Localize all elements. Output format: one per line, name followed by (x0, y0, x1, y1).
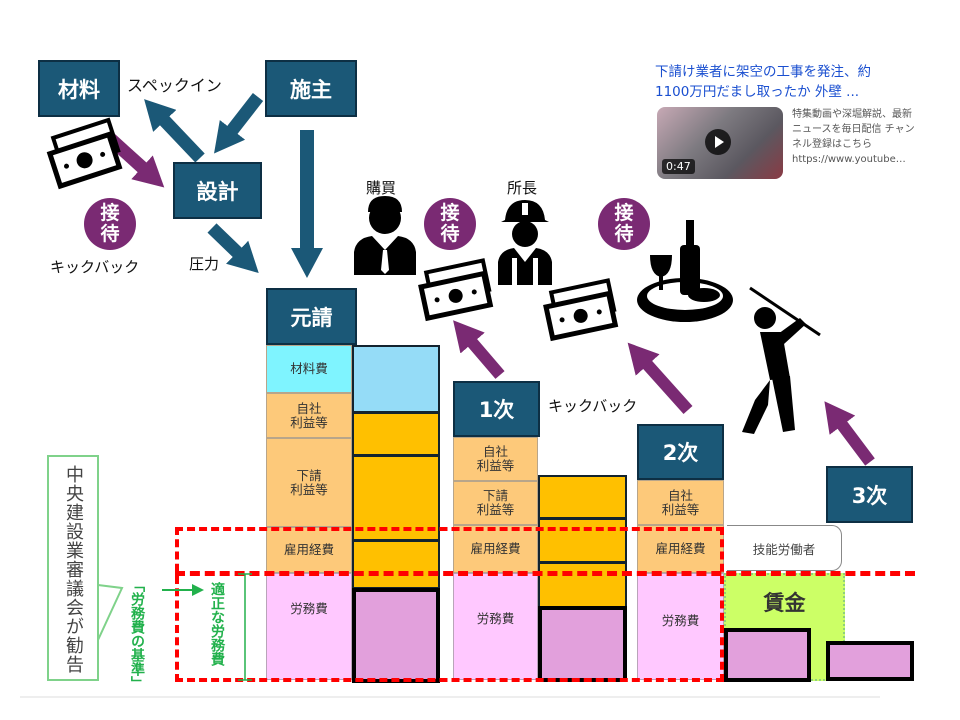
wage-label: 賃金 (763, 591, 806, 615)
label-kickback-mid: キックバック (548, 397, 638, 415)
label-spec-in: スペックイン (127, 76, 222, 95)
segment-subcontract-profit: 下請 利益等 (453, 481, 538, 525)
segment-own-profit: 自社 利益等 (637, 480, 724, 525)
segment-employment-cost: 雇用経費 (453, 525, 538, 573)
actual-labor-block (724, 628, 811, 682)
council-callout: 中央建設業審議会が勧告 (47, 455, 99, 681)
segment-own-profit: 自社 利益等 (266, 393, 352, 438)
actual-profit-block (538, 475, 627, 519)
arrow-tier3-golf (824, 401, 875, 466)
node-tier2: 2次 (637, 424, 724, 480)
video-card[interactable]: 下請け業者に架空の工事を発注、約1100万円だまし取ったか 外壁 ... 0:4… (655, 62, 915, 179)
label-kickback-left: キックバック (50, 258, 140, 276)
segment-subcontract-profit: 下請 利益等 (266, 438, 352, 527)
proper-labor-cost-label: 適正な労務費 (209, 582, 225, 666)
node-design: 設計 (173, 162, 262, 219)
video-description-text: 特集動画や深堀解説、最新ニュースを毎日配信 チャンネル登録はこちら (792, 109, 915, 150)
video-url[interactable]: https://www.youtube… (792, 154, 906, 165)
arrow-tier2-kickback (627, 342, 693, 415)
label-site-manager: 所長 (507, 179, 538, 197)
proper-labor-cost-dashed-box (175, 527, 724, 682)
segment-labor-cost: 労務費 (453, 573, 538, 680)
node-tier3: 3次 (826, 466, 913, 523)
businessman-icon (354, 196, 416, 275)
node-material: 材料 (38, 60, 120, 117)
actual-profit-block (352, 412, 440, 456)
segment-employment-cost: 雇用経費 (266, 527, 352, 573)
arrow-design-to-prime (207, 223, 259, 274)
labor-standard-dashed-line (175, 571, 915, 576)
money-icon (543, 278, 619, 342)
node-tier1: 1次 (453, 381, 540, 437)
arrow-tier1-kickback (453, 320, 505, 379)
video-duration: 0:47 (662, 159, 695, 174)
node-prime-contractor: 元請 (266, 288, 357, 345)
label-purchasing: 購買 (366, 179, 397, 197)
video-title[interactable]: 下請け業者に架空の工事を発注、約1100万円だまし取ったか 外壁 ... (655, 64, 871, 100)
actual-profit-block (352, 455, 440, 541)
label-pressure: 圧力 (189, 255, 220, 273)
segment-own-profit: 自社 利益等 (453, 437, 538, 481)
node-owner: 施主 (265, 60, 357, 117)
entertainment-badge: 接 待 (84, 198, 136, 250)
play-icon[interactable] (705, 129, 731, 155)
actual-profit-block (352, 540, 440, 589)
labor-standard-label: 「労務費の基準」 (129, 578, 145, 690)
money-icon (46, 117, 123, 190)
dinner-wine-icon (637, 220, 733, 322)
arrow-owner-to-design (214, 93, 264, 154)
golfer-icon (742, 286, 821, 434)
council-text: 中央建設業審議会が勧告 (63, 465, 84, 674)
entertainment-badge: 接 待 (424, 198, 476, 250)
segment-material-cost: 材料費 (266, 345, 352, 393)
money-icon (418, 258, 494, 322)
video-thumbnail[interactable]: 0:47 (657, 107, 783, 179)
entertainment-badge: 接 待 (598, 198, 650, 250)
construction-worker-icon (498, 200, 552, 285)
segment-labor-cost: 労務費 (266, 573, 352, 680)
arrow-design-to-material (144, 99, 205, 163)
actual-material-block (352, 345, 440, 413)
video-description: 特集動画や深堀解説、最新ニュースを毎日配信 チャンネル登録はこちら https:… (792, 107, 916, 167)
skilled-workers-bracket: 技能労働者 (727, 525, 842, 571)
actual-labor-block (826, 641, 914, 681)
